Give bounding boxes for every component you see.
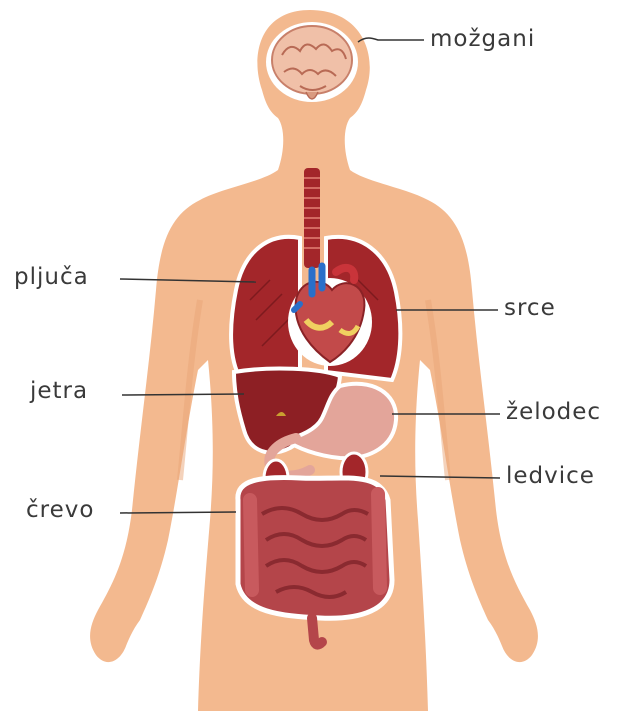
trachea [304,168,320,268]
label-lungs: pljuča [14,266,89,289]
label-brain: možgani [430,28,535,51]
leader-line-liver [122,394,244,395]
label-heart: srce [504,297,556,320]
leader-line-brain [358,38,424,42]
brain-organ [266,22,358,102]
label-intestine: črevo [26,499,94,522]
label-kidneys: ledvice [506,465,595,488]
label-stomach: želodec [506,401,601,424]
label-liver: jetra [30,380,88,403]
leader-line-intestine [120,512,236,513]
